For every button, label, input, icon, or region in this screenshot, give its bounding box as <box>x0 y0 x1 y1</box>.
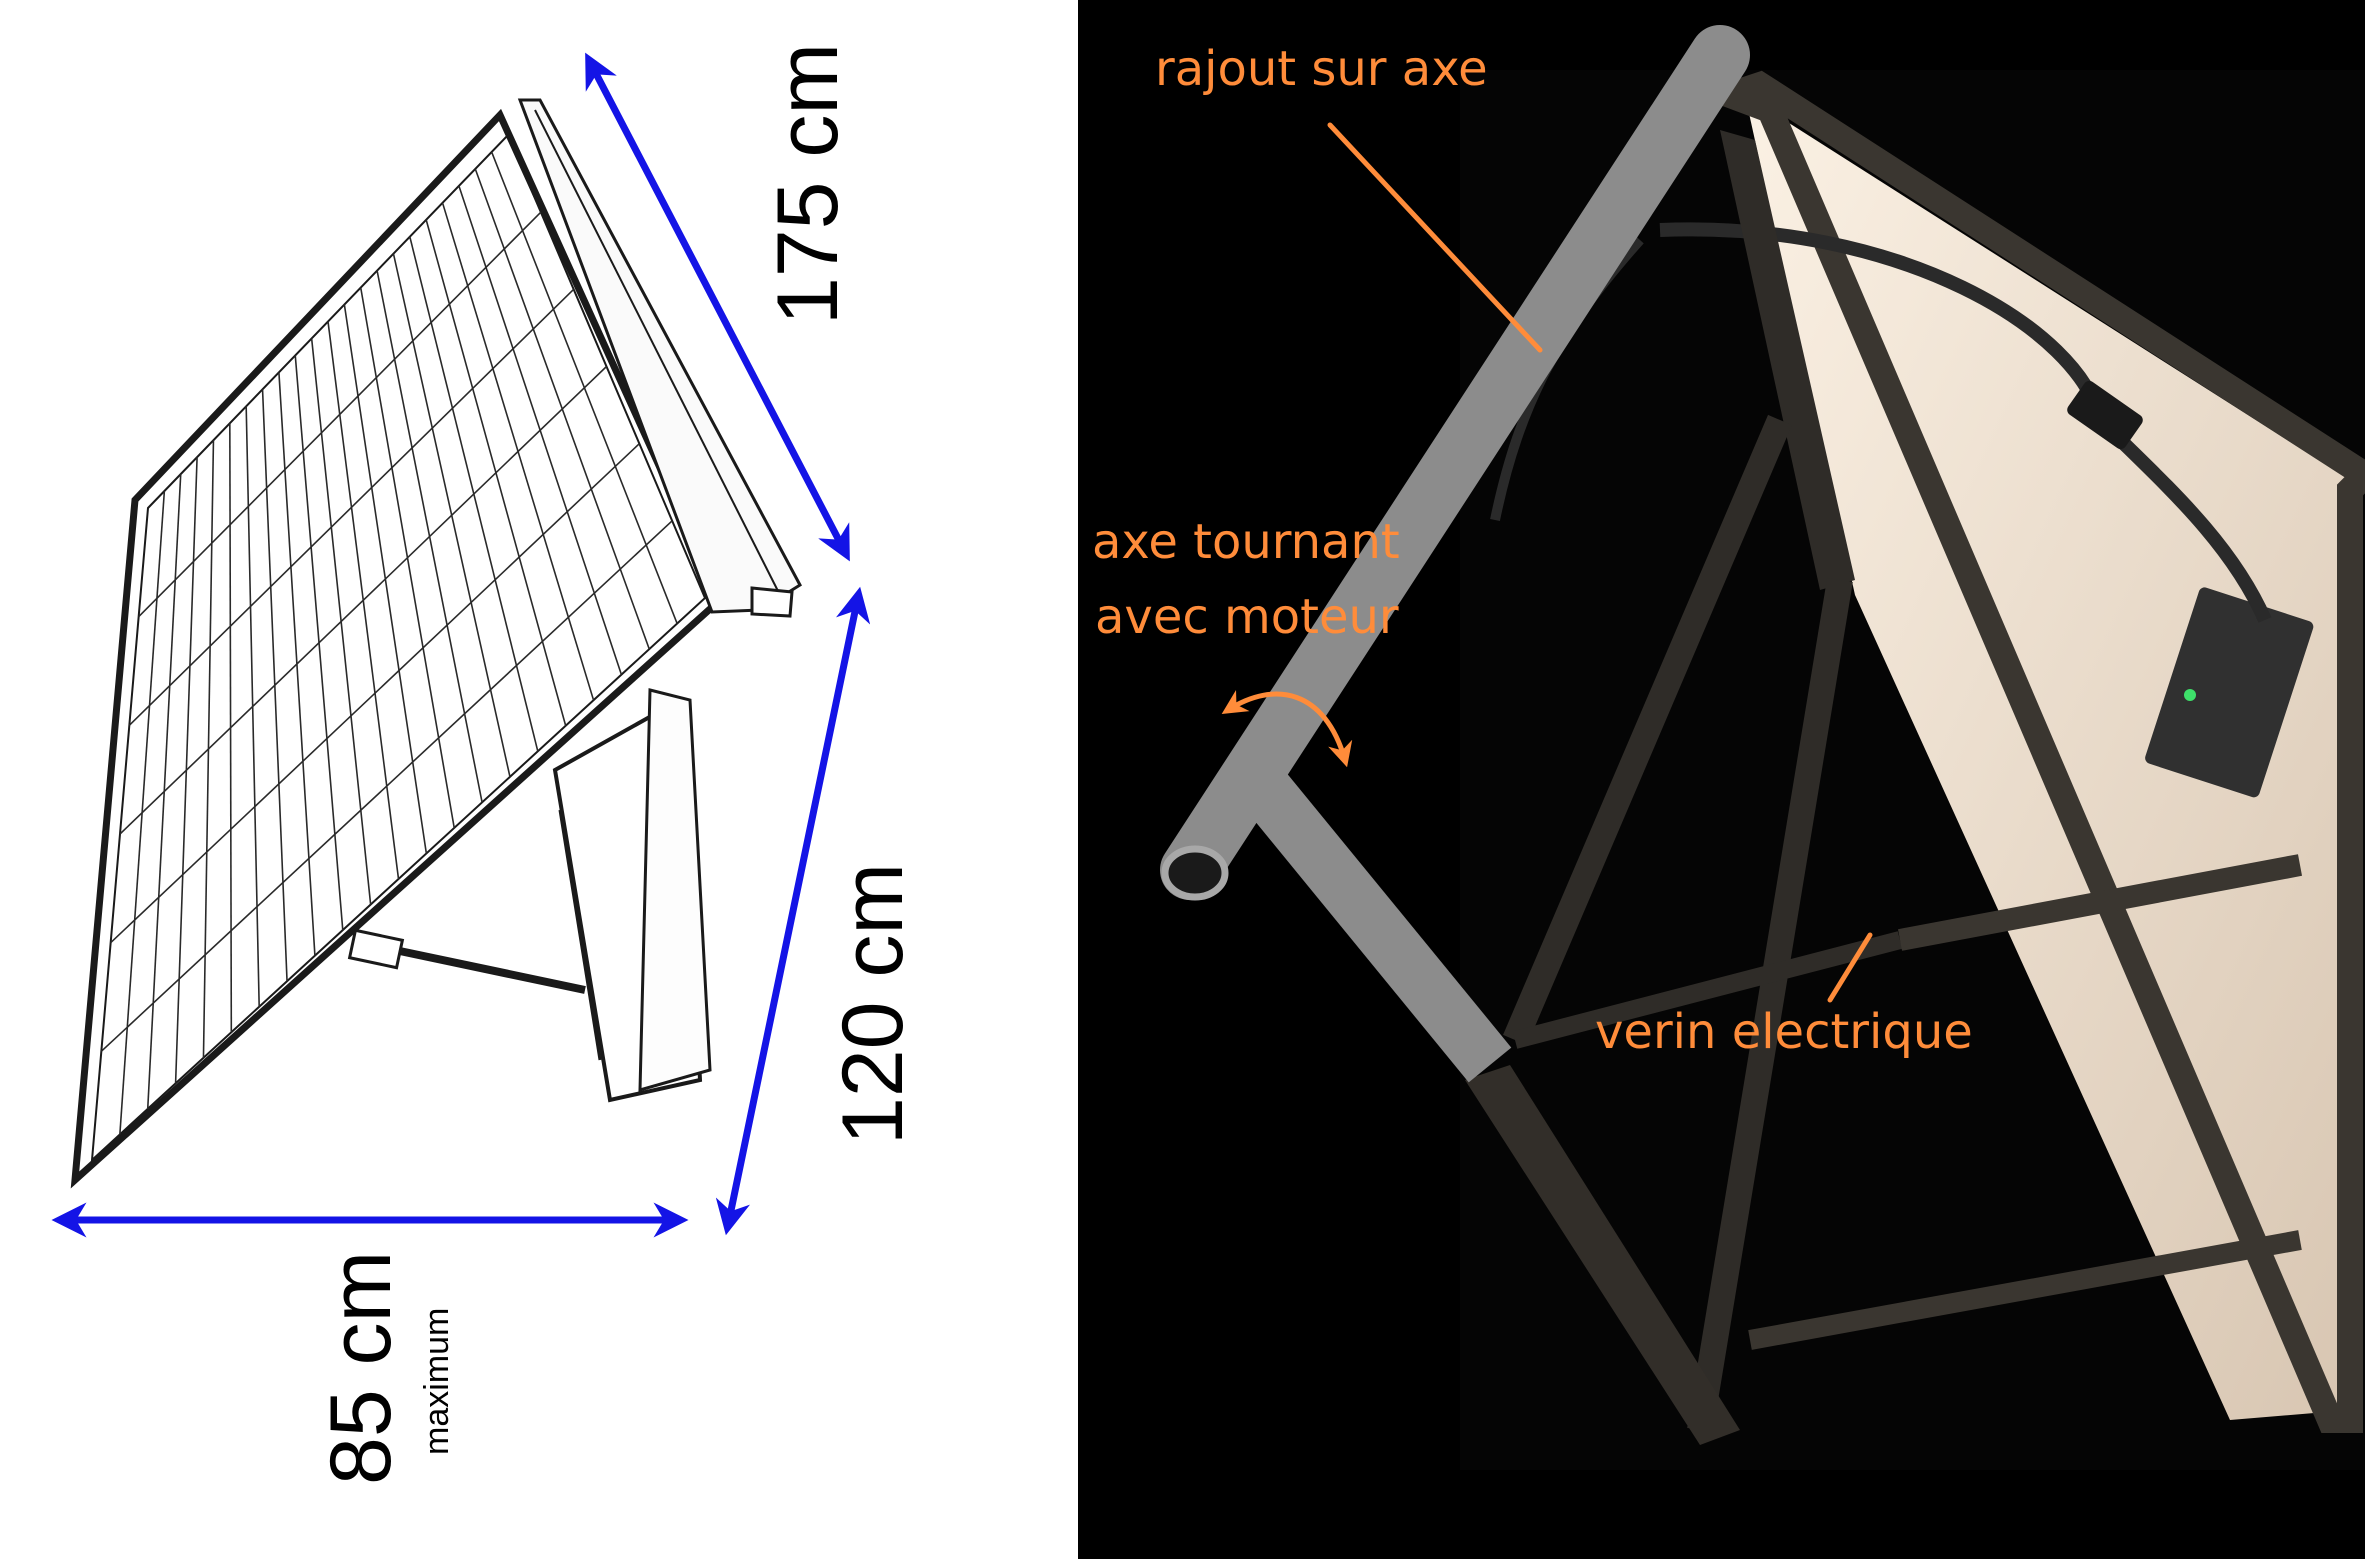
cell-row-line <box>119 490 166 1135</box>
cell-row-line <box>245 406 260 1007</box>
length-label: 175 cm <box>760 42 856 325</box>
extension-annotation: rajout sur axe <box>1155 41 1488 97</box>
junction-box <box>2145 587 2314 798</box>
cell-row-line <box>294 355 344 931</box>
cell-row-line <box>229 423 233 1033</box>
dimension-arrows <box>51 52 871 1238</box>
annotation-lines <box>1221 122 1873 1003</box>
height-label: 120 cm <box>825 862 921 1145</box>
cell-row-line <box>409 236 539 752</box>
actuator-rod <box>1897 854 2303 951</box>
rotating-axis-annotation-line2: avec moteur <box>1095 589 1399 645</box>
cell-row-line <box>441 202 595 701</box>
support-leg-photo <box>1503 414 1792 1046</box>
led-indicator <box>2184 689 2196 701</box>
cell-row-line <box>425 219 567 726</box>
cell-row-line <box>327 321 400 880</box>
cell-row-line <box>376 270 483 803</box>
depth-label: 85 cm <box>313 1250 409 1485</box>
length-arrow <box>585 52 850 562</box>
cell-row-line <box>174 457 198 1084</box>
cell-row-line <box>261 389 288 982</box>
rotation-arrow <box>1221 690 1353 768</box>
extension-leader <box>1327 122 1543 353</box>
cell-row-line <box>202 440 215 1058</box>
cell-row-line <box>458 185 623 675</box>
support-bar <box>394 946 586 994</box>
actuator-annotation: verin electrique <box>1595 1004 1973 1060</box>
cell-row-line <box>146 474 182 1109</box>
cell-row-line <box>278 372 316 956</box>
cell-row-line <box>392 253 511 777</box>
height-arrow <box>715 586 871 1236</box>
panel-frame-photo <box>1691 70 2365 1433</box>
cell-row-line <box>359 287 456 829</box>
cell-row-line <box>343 304 428 854</box>
cell-row-line <box>474 168 651 650</box>
cell-row-line <box>310 338 372 905</box>
depth-note: maximum <box>418 1307 456 1455</box>
actuator-leader <box>1827 932 1873 1003</box>
panel-photo <box>1160 25 2365 1470</box>
rotating-axis-annotation-line1: axe tournant <box>1092 514 1400 570</box>
